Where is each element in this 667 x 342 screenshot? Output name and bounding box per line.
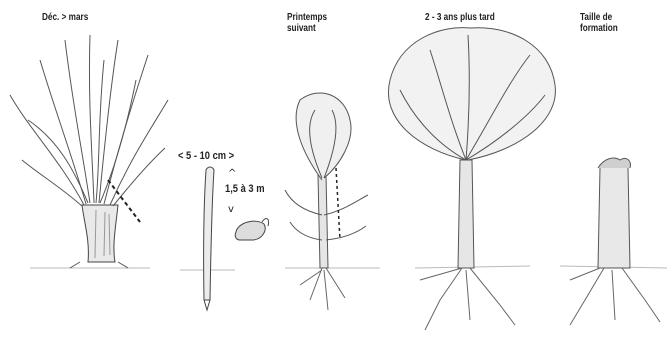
stage-label-4: Taille de formation xyxy=(580,12,629,34)
height-arrow-down: v xyxy=(228,204,234,215)
stage-label-1: Déc. > mars xyxy=(42,12,88,23)
height-arrow-up: ^ xyxy=(228,168,236,179)
pruned-trunk xyxy=(570,158,660,325)
stage-label-2: Printemps suivant xyxy=(287,12,336,34)
diameter-annotation: < 5 - 10 cm > xyxy=(178,150,234,162)
height-annotation: 1,5 à 3 m xyxy=(225,183,265,195)
stage-label-3: 2 - 3 ans plus tard xyxy=(425,12,495,23)
pollard-willow xyxy=(10,35,168,268)
young-shoot xyxy=(285,93,368,310)
mature-tree xyxy=(388,28,555,330)
